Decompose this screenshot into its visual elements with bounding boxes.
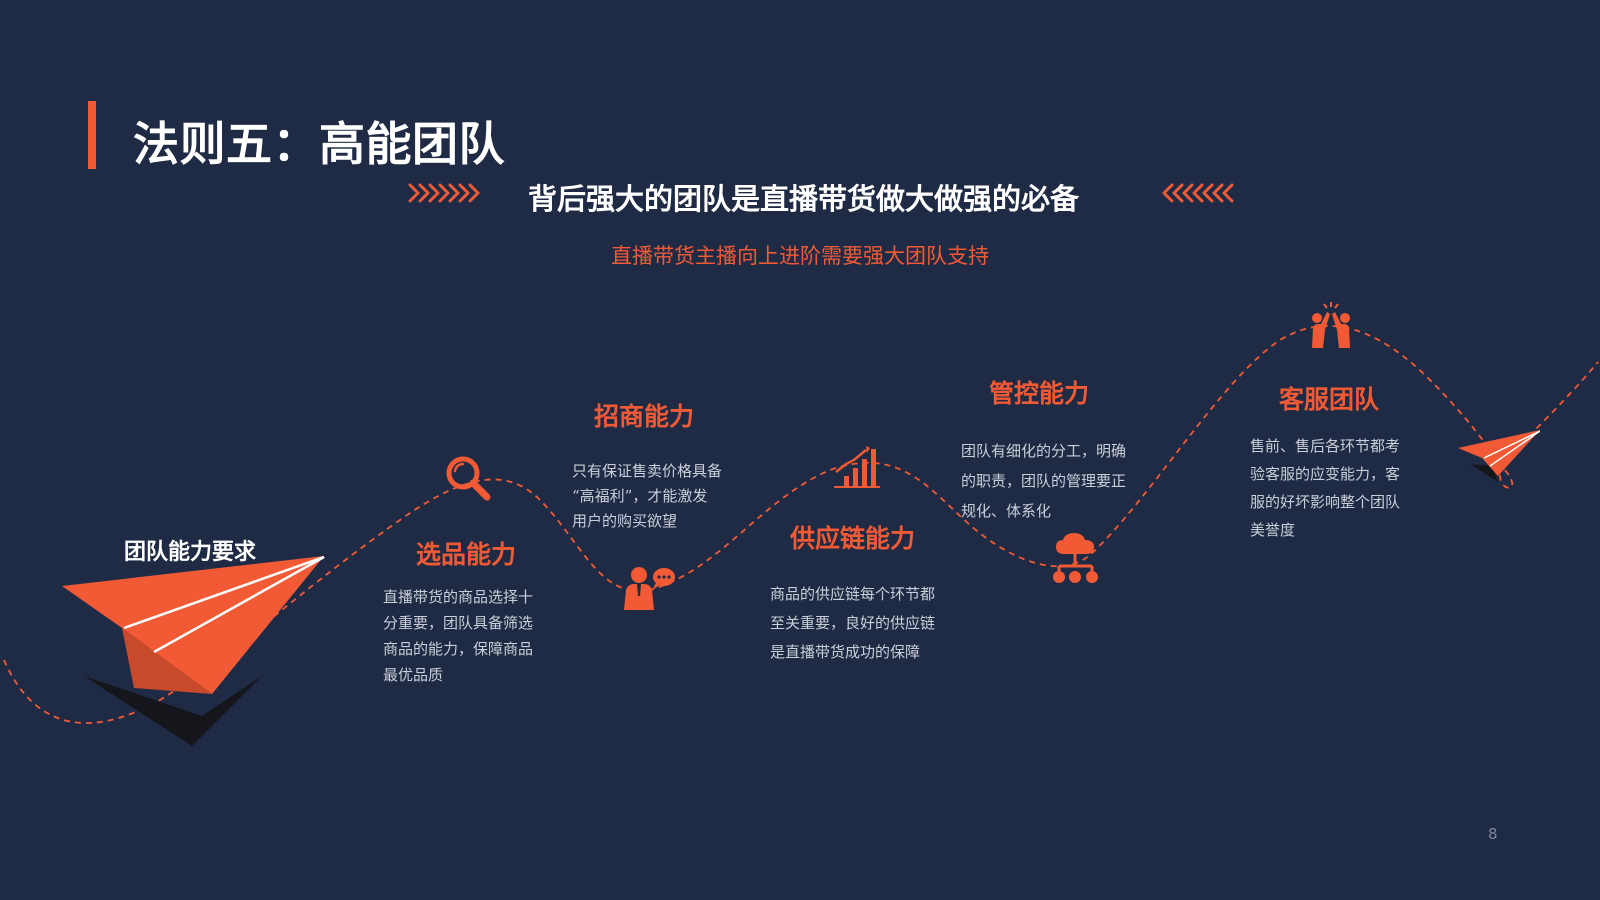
title-accent-bar	[88, 101, 96, 169]
desc-line: 美誉度	[1250, 521, 1296, 539]
ability-desc-merchant: 只有保证售卖价格具备 “高福利”，才能激发 用户的购买欲望	[572, 459, 722, 534]
desc-line: 至关重要，良好的供应链	[770, 614, 936, 632]
desc-line: 只有保证售卖价格具备	[572, 462, 723, 480]
business-chat-icon	[624, 567, 675, 610]
growth-chart-icon	[834, 446, 880, 488]
ability-title-supply-chain: 供应链能力	[790, 524, 916, 553]
desc-line: “高福利”，才能激发	[572, 487, 708, 505]
ability-title-customer-service: 客服团队	[1279, 385, 1380, 414]
paper-plane-small-icon	[1458, 430, 1540, 482]
ability-title-selection: 选品能力	[416, 540, 517, 569]
desc-line: 的职责，团队的管理要正	[961, 472, 1127, 490]
tagline: 直播带货主播向上进阶需要强大团队支持	[611, 244, 989, 268]
desc-line: 规化、体系化	[961, 502, 1052, 520]
page-title: 法则五：高能团队	[133, 117, 505, 171]
search-icon	[446, 456, 491, 501]
desc-line: 售前、售后各环节都考	[1250, 437, 1401, 455]
cloud-network-icon	[1053, 533, 1098, 583]
desc-line: 直播带货的商品选择十	[383, 588, 534, 606]
desc-line: 分重要，团队具备筛选	[383, 614, 534, 632]
ability-desc-management: 团队有细化的分工，明确 的职责，团队的管理要正 规化、体系化	[961, 436, 1126, 526]
page-number: 8	[1488, 825, 1498, 843]
desc-line: 是直播带货成功的保障	[770, 643, 921, 661]
paper-plane-large-icon	[62, 556, 325, 746]
ability-title-merchant: 招商能力	[594, 402, 695, 431]
ability-desc-customer-service: 售前、售后各环节都考 验客服的应变能力，客 服的好坏影响整个团队 美誉度	[1250, 432, 1400, 544]
ability-desc-selection: 直播带货的商品选择十 分重要，团队具备筛选 商品的能力，保障商品 最优品质	[383, 584, 533, 688]
desc-line: 验客服的应变能力，客	[1250, 465, 1401, 483]
ability-desc-supply-chain: 商品的供应链每个环节都 至关重要，良好的供应链 是直播带货成功的保障	[770, 580, 935, 667]
chevrons-right-icon	[408, 183, 480, 203]
desc-line: 用户的购买欲望	[572, 512, 678, 530]
chevrons-left-icon	[1162, 183, 1234, 203]
ability-title-management: 管控能力	[989, 379, 1090, 408]
desc-line: 最优品质	[383, 666, 444, 684]
desc-line: 服的好坏影响整个团队	[1250, 493, 1401, 511]
high-five-icon	[1312, 302, 1350, 348]
subtitle: 背后强大的团队是直播带货做大做强的必备	[528, 182, 1080, 216]
requirements-label: 团队能力要求	[124, 540, 257, 565]
desc-line: 商品的供应链每个环节都	[770, 585, 936, 603]
desc-line: 商品的能力，保障商品	[383, 640, 534, 658]
desc-line: 团队有细化的分工，明确	[961, 442, 1127, 460]
